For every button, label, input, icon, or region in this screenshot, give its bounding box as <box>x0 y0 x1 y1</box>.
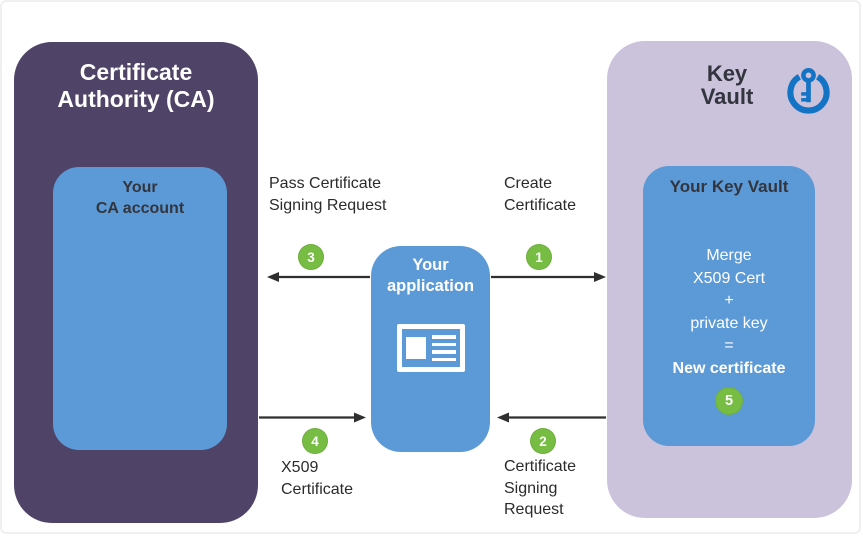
merge-line-4: private key <box>690 314 768 332</box>
application-title: Your application <box>386 256 475 295</box>
label-create-certificate: Create Certificate <box>504 175 577 214</box>
key-vault-icon <box>787 67 830 114</box>
your-key-vault-title: Your Key Vault <box>669 177 789 196</box>
key-vault-title: Key Vault <box>700 61 754 109</box>
step-badge-2: 2 <box>530 428 556 454</box>
label-x509-certificate: X509 Certificate <box>281 459 354 498</box>
label-csr-return: Certificate Signing Request <box>504 458 577 518</box>
merge-line-1: Merge <box>706 247 752 264</box>
step-badge-1: 1 <box>526 244 552 270</box>
card-text-lines <box>431 335 456 361</box>
application-box: Your application <box>371 246 490 452</box>
key-vault-box: Key Vault Your Key Vault Merge X509 Cert… <box>607 41 852 518</box>
merge-result-label: New certificate <box>672 359 786 377</box>
label-pass-csr: Pass Certificate Signing Request <box>269 175 387 214</box>
step-badge-3: 3 <box>298 244 324 270</box>
merge-line-2: X509 Cert <box>692 269 766 287</box>
step-badge-4: 4 <box>302 428 328 454</box>
merge-line-5: = <box>724 337 734 354</box>
ca-account-box: Your CA account <box>53 167 227 450</box>
application-card-icon <box>396 324 465 372</box>
your-key-vault-box: Your Key Vault Merge X509 Cert + private… <box>643 166 815 446</box>
certificate-authority-box: Certificate Authority (CA) Your CA accou… <box>14 42 258 523</box>
merge-line-3: + <box>724 292 734 309</box>
ca-account-title: Your CA account <box>95 179 185 217</box>
merge-description: Merge X509 Cert + private key = New cert… <box>643 245 815 380</box>
card-photo-shape <box>405 337 426 359</box>
step-badge-5: 5 <box>715 387 743 415</box>
certificate-authority-title: Certificate Authority (CA) <box>57 59 215 112</box>
